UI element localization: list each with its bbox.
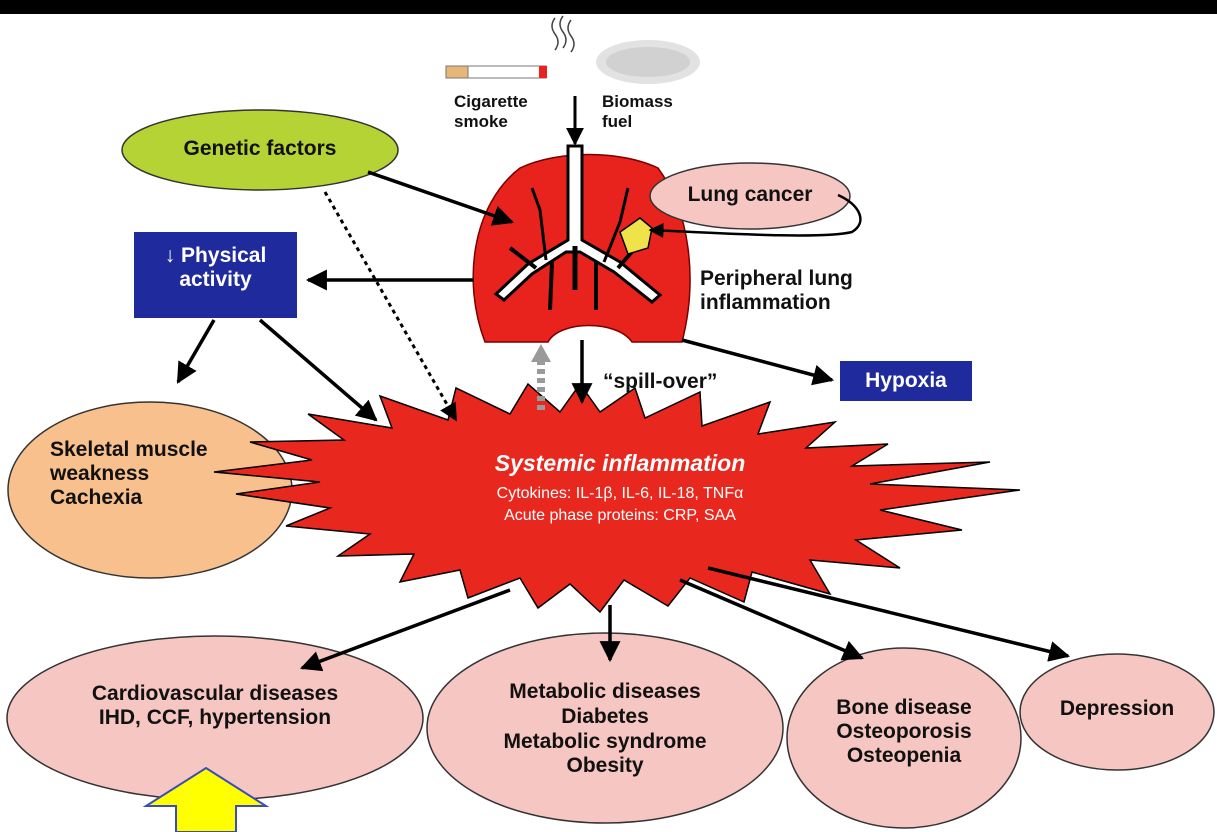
metabolic-label: Metabolic diseases Diabetes Metabolic sy…	[435, 680, 775, 779]
peripheral-lung-inflammation-label: Peripheral lung inflammation	[700, 267, 853, 315]
cardiovascular-label: Cardiovascular diseases IHD, CCF, hypert…	[12, 682, 418, 730]
smoke-icon	[552, 16, 574, 52]
acute-phase-proteins-label: Acute phase proteins: CRP, SAA	[400, 507, 840, 525]
lung-icon	[473, 146, 690, 342]
physical-activity-label: ↓ Physical activity	[134, 244, 297, 292]
hypoxia-label: Hypoxia	[840, 369, 972, 393]
cytokines-label: Cytokines: IL-1β, IL-6, IL-18, TNFα	[400, 485, 840, 503]
lung-cancer-label: Lung cancer	[660, 183, 840, 207]
systemic-inflammation-title: Systemic inflammation	[420, 450, 820, 476]
depression-label: Depression	[1026, 697, 1208, 721]
cigarette-smoke-label: Cigarette smoke	[454, 92, 528, 131]
cigarette-icon	[446, 66, 547, 78]
biomass-fuel-label: Biomass fuel	[602, 92, 673, 131]
biomass-fuel-icon	[596, 40, 700, 84]
spill-over-label: “spill-over”	[603, 370, 717, 394]
genetic-factors-label: Genetic factors	[152, 137, 368, 161]
skeletal-muscle-label: Skeletal muscle weakness Cachexia	[50, 438, 208, 510]
bone-disease-label: Bone disease Osteoporosis Osteopenia	[802, 696, 1006, 768]
